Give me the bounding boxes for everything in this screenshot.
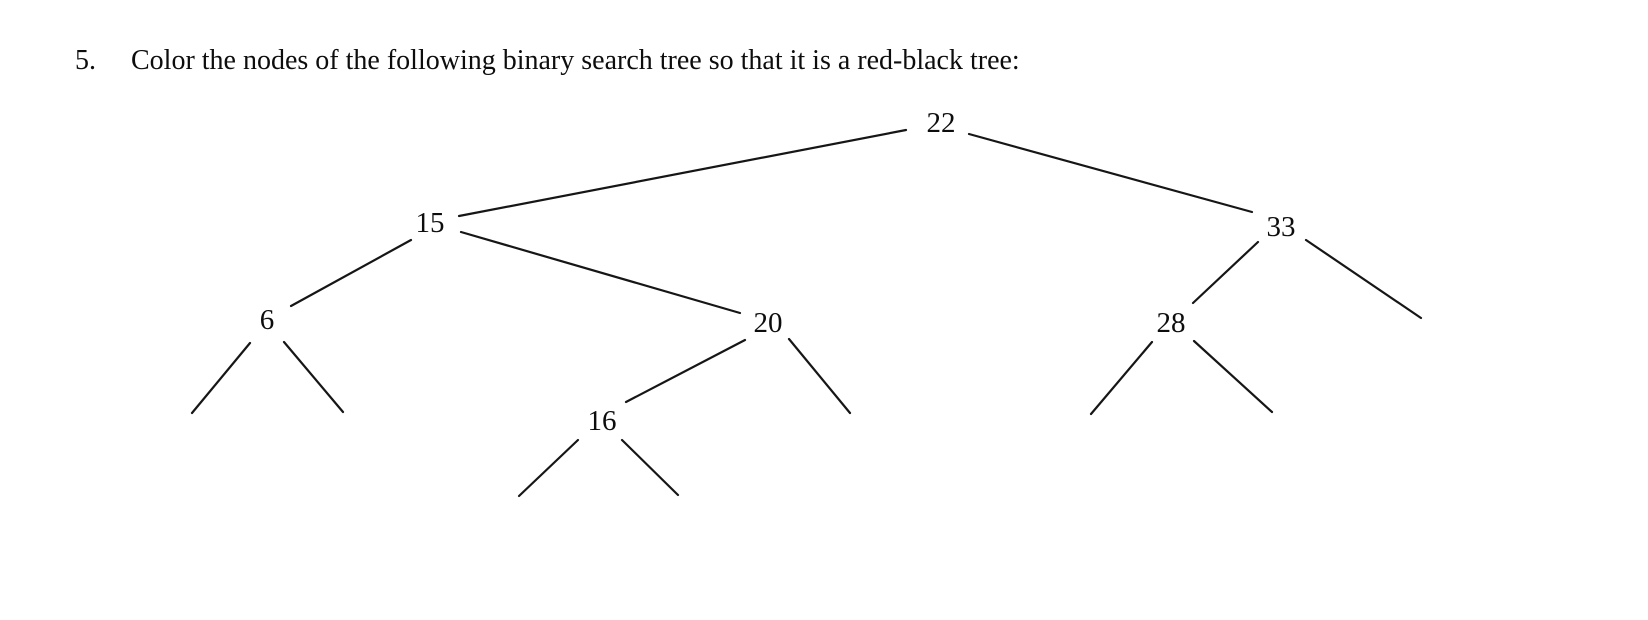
tree-node-28: 28 [1157,307,1186,339]
tree-edge-20-16 [624,338,747,404]
tree-edge-15-6 [289,238,413,308]
tree-edge-6-nil-left [190,341,252,415]
tree-node-6: 6 [260,304,275,336]
tree-node-20: 20 [754,307,783,339]
tree-node-33: 33 [1267,211,1296,243]
tree-edge-6-nil-right [282,340,345,414]
tree-edge-33-28 [1191,240,1260,305]
problem-number: 5. [75,45,96,76]
problem-text: Color the nodes of the following binary … [131,45,1020,76]
tree-edge-15-20 [459,230,742,315]
tree-edge-20-nil-right [787,337,852,415]
tree-edge-16-nil-left [517,438,580,498]
tree-edge-28-nil-left [1089,340,1154,416]
tree-node-16: 16 [588,405,617,437]
tree-node-22: 22 [927,107,956,139]
tree-node-15: 15 [416,207,445,239]
tree-edge-28-nil-right [1192,339,1274,414]
tree-edge-22-15 [457,128,908,218]
tree-edge-16-nil-right [620,438,680,497]
tree-edge-22-33 [967,132,1254,214]
problem-statement: 5. Color the nodes of the following binar… [75,47,1020,75]
tree-edge-33-nil-right [1304,238,1423,320]
